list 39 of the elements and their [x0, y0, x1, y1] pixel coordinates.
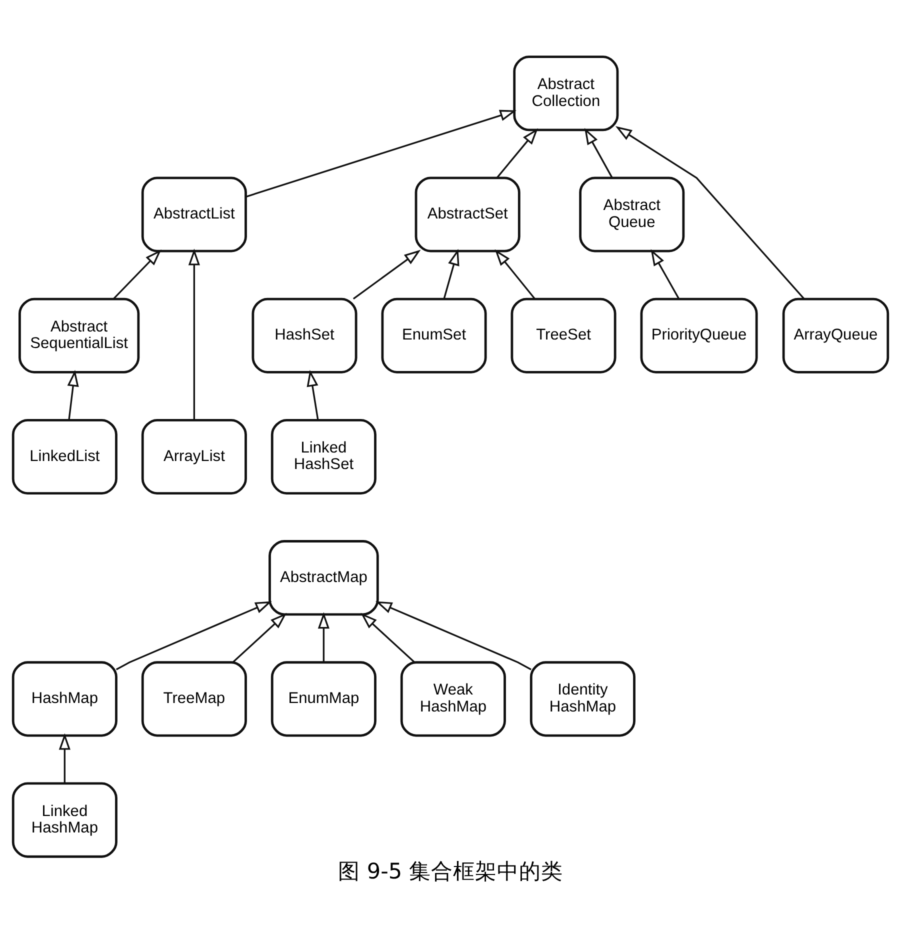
node-box: LinkedList [12, 418, 118, 494]
node-box: Abstract Collection [513, 56, 619, 132]
node-box: ArrayQueue [782, 298, 890, 374]
node-box: AbstractSet [414, 176, 520, 252]
node-box: Identity HashMap [530, 661, 636, 737]
arrow [360, 612, 415, 663]
node-box: PriorityQueue [640, 298, 758, 374]
arrow [58, 733, 70, 784]
node-box: Weak HashMap [400, 661, 506, 737]
arrow [494, 249, 536, 300]
node-box: Abstract Queue [579, 176, 685, 252]
arrow [67, 370, 79, 420]
node-box: Linked HashMap [12, 782, 118, 858]
node-box: AbstractList [141, 176, 247, 252]
arrow [306, 370, 319, 420]
arrow [615, 126, 805, 300]
arrow [496, 128, 538, 178]
arrow [246, 110, 516, 198]
arrow [318, 612, 330, 662]
arrow [113, 249, 162, 300]
node-box: Linked HashSet [270, 418, 376, 494]
node-box: HashSet [252, 298, 358, 374]
node-box: EnumSet [381, 298, 487, 374]
arrow [116, 601, 272, 670]
node-box: TreeMap [141, 661, 247, 737]
arrow [188, 248, 200, 420]
node-box: AbstractMap [268, 540, 379, 616]
node-box: Abstract SequentialList [18, 298, 140, 374]
arrow [232, 612, 287, 663]
node-box: HashMap [12, 661, 118, 737]
arrow [650, 249, 680, 300]
arrow [443, 248, 460, 300]
arrow [352, 250, 421, 300]
node-box: ArrayList [141, 418, 247, 494]
node-box: EnumMap [270, 661, 376, 737]
node-box: TreeSet [510, 298, 616, 374]
arrow [584, 128, 613, 178]
arrow [375, 601, 532, 670]
caption: 图 9-5 集合框架中的类 [338, 860, 563, 885]
